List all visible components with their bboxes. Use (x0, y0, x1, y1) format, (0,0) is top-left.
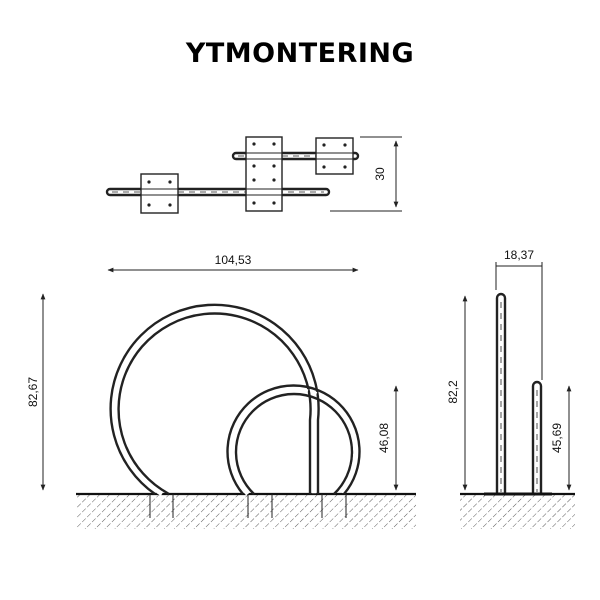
dimension-top-height: 30 (330, 136, 402, 212)
dimension-small-loop-height: 46,08 (377, 385, 399, 491)
top-view-upper-rail (231, 151, 360, 161)
dimension-label-small-loop-height: 46,08 (377, 423, 391, 453)
side-view: 18,37 82,2 45,69 (446, 248, 575, 529)
dimension-label-front-width: 104,53 (215, 253, 252, 267)
ground-hatch-side (460, 495, 575, 529)
large-loop (109, 303, 320, 496)
short-post (531, 380, 543, 494)
anchor-posts (149, 494, 347, 518)
dimension-side-depth: 18,37 (495, 248, 543, 380)
base-plate-right (315, 137, 354, 175)
dimension-label-side-height: 82,2 (446, 380, 460, 404)
front-view: 104,53 82,67 46,08 (26, 253, 416, 529)
top-view: 30 (105, 136, 402, 214)
dimension-label-front-height: 82,67 (26, 377, 40, 407)
page-title: YTMONTERING (185, 38, 415, 69)
dimension-label-side-short-height: 45,69 (550, 423, 564, 453)
base-plate-left (140, 173, 179, 214)
dimension-label-top-height: 30 (373, 167, 387, 181)
dimension-label-side-depth: 18,37 (504, 248, 534, 262)
dimension-side-height: 82,2 (446, 295, 468, 491)
dimension-front-height: 82,67 (26, 293, 46, 491)
dimension-front-width: 104,53 (107, 253, 359, 273)
tall-post (495, 292, 507, 494)
base-plate-middle (245, 136, 283, 212)
ground-hatch-front (76, 495, 416, 529)
dimension-side-short-height: 45,69 (550, 385, 572, 491)
small-loop (226, 384, 361, 496)
